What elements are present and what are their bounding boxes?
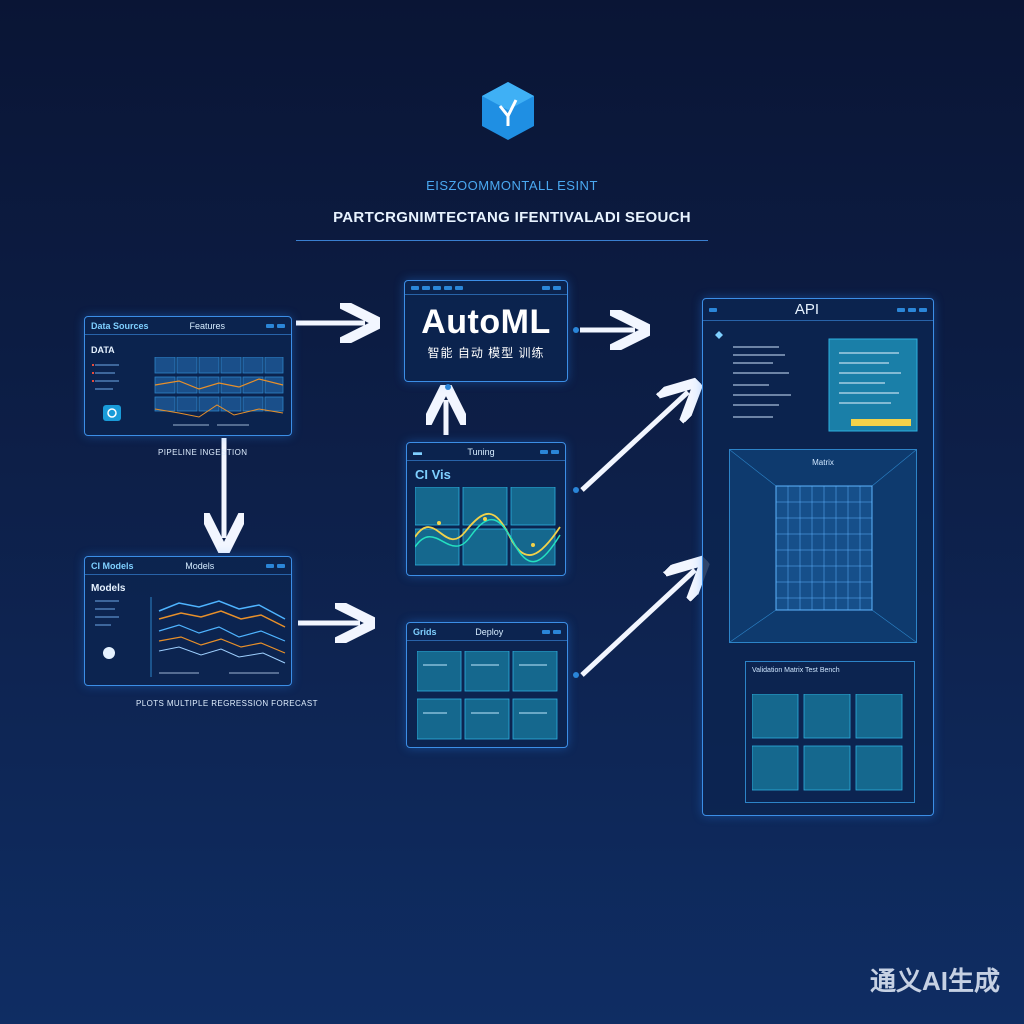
arrow-deploy-to-api bbox=[580, 570, 695, 677]
window-controls-icon bbox=[897, 307, 927, 312]
wave-grid-chart bbox=[415, 487, 561, 566]
validation-label: Validation Matrix Test Bench bbox=[752, 667, 840, 674]
validation-grid-graphic bbox=[752, 694, 903, 791]
automl-subtitle: 智能 自动 模型 训练 bbox=[427, 346, 545, 360]
matrix-grid-graphic bbox=[730, 450, 916, 642]
models-panel[interactable]: CI Models Models Models bbox=[84, 556, 292, 686]
panel-title: CI Vis bbox=[415, 467, 451, 482]
toolbar-icon bbox=[411, 285, 463, 290]
regression-lines-chart bbox=[95, 597, 286, 677]
matrix-label: Matrix bbox=[812, 458, 834, 467]
deploy-panel[interactable]: Grids Deploy bbox=[406, 622, 568, 748]
panel-header bbox=[405, 281, 567, 295]
panel-side-label: DATA bbox=[91, 345, 115, 355]
api-title: API bbox=[794, 301, 820, 318]
panel-header: ▬ Tuning bbox=[407, 443, 565, 461]
automl-panel[interactable]: AutoML 智能 自动 模型 训练 bbox=[404, 280, 568, 382]
panel-label: Features bbox=[189, 320, 226, 331]
panel-label: Models bbox=[185, 560, 215, 571]
data-caption: PIPELINE INGESTION bbox=[158, 448, 248, 457]
window-controls-icon bbox=[540, 449, 559, 454]
evaluation-panel[interactable]: ▬ Tuning CI Vis bbox=[406, 442, 566, 576]
panel-header: API bbox=[703, 299, 933, 321]
models-caption: PLOTS MULTIPLE REGRESSION FORECAST bbox=[136, 699, 318, 708]
header-subtitle: EISZOOMMONTALL ESINT bbox=[426, 178, 598, 193]
arrow-eval-to-api bbox=[580, 392, 688, 492]
validation-matrix[interactable]: Validation Matrix Test Bench bbox=[745, 661, 915, 803]
app-logo-icon bbox=[482, 82, 534, 140]
deploy-grid-graphic bbox=[417, 651, 558, 740]
data-sources-panel[interactable]: Data Sources Features DATA bbox=[84, 316, 292, 436]
panel-header: Data Sources Features bbox=[85, 317, 291, 335]
watermark: 通义AI生成 bbox=[869, 966, 1000, 996]
api-config-graphic bbox=[715, 331, 918, 432]
matrix-view[interactable]: Matrix bbox=[729, 449, 917, 643]
panel-header: CI Models Models bbox=[85, 557, 291, 575]
data-table-graphic bbox=[92, 357, 284, 426]
panel-label: Deploy bbox=[475, 626, 504, 637]
panel-title: Data Sources bbox=[91, 320, 149, 331]
panel-header: Grids Deploy bbox=[407, 623, 567, 641]
api-panel[interactable]: API Matrix Validation Matrix Test Bench bbox=[702, 298, 934, 816]
panel-side-label: Models bbox=[91, 583, 126, 594]
panel-label: Tuning bbox=[467, 446, 495, 457]
header-divider bbox=[296, 240, 708, 241]
panel-menu-icon bbox=[709, 307, 717, 312]
panel-title: Grids bbox=[413, 626, 437, 637]
window-controls-icon bbox=[266, 323, 285, 328]
panel-title: CI Models bbox=[91, 560, 134, 571]
header-title: PARTCRGNIMTECTANG IFENTIVALADI SEOUCH bbox=[333, 209, 691, 226]
window-controls-icon bbox=[542, 629, 561, 634]
window-controls-icon bbox=[266, 563, 285, 568]
automl-title: AutoML bbox=[421, 303, 551, 341]
panel-menu-icon: ▬ bbox=[413, 446, 422, 457]
window-controls-icon bbox=[542, 285, 561, 290]
